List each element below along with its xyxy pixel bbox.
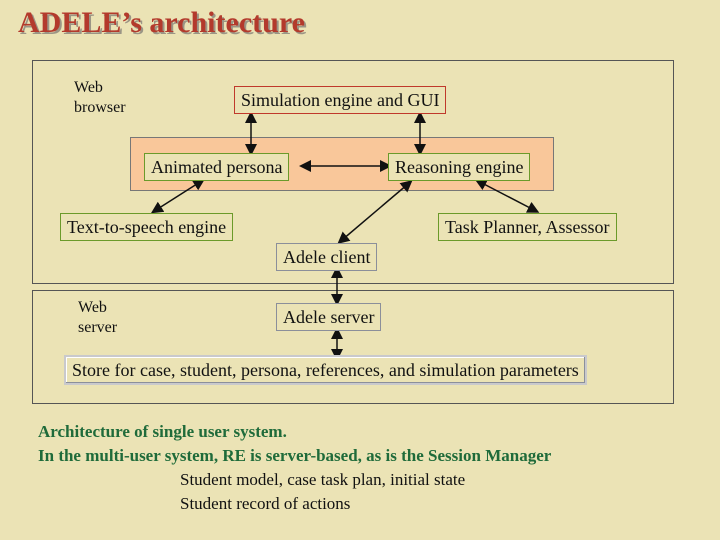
- caption-line: Architecture of single user system.: [38, 422, 287, 441]
- task-planner-assessor-node: Task Planner, Assessor: [438, 213, 617, 241]
- note-line: Student model, case task plan, initial s…: [180, 470, 466, 489]
- slide-title: ADELE’s architecture: [18, 6, 305, 39]
- note-line: Student record of actions: [180, 494, 351, 513]
- arrow-reasoning-planner: [474, 179, 540, 213]
- reasoning-engine-node: Reasoning engine: [388, 153, 531, 181]
- adele-client-node: Adele client: [276, 243, 378, 271]
- web-browser-region: [32, 60, 674, 284]
- notes: Student model, case task plan, initial s…: [180, 468, 465, 516]
- text-to-speech-node: Text-to-speech engine: [60, 213, 234, 241]
- arrow-persona-tts: [150, 178, 206, 214]
- caption: Architecture of single user system. In t…: [38, 420, 551, 468]
- caption-line: In the multi-user system, RE is server-b…: [38, 446, 552, 465]
- arrow-reasoning-client: [337, 180, 413, 244]
- web-server-region: [32, 290, 674, 404]
- animated-persona-node: Animated persona: [144, 153, 290, 181]
- simulation-engine-gui-node: Simulation engine and GUI: [234, 86, 447, 114]
- adele-server-node: Adele server: [276, 303, 382, 331]
- data-store-node: Store for case, student, persona, refere…: [64, 355, 587, 385]
- web-server-label: Web server: [78, 299, 118, 336]
- web-browser-label: Web browser: [74, 79, 126, 116]
